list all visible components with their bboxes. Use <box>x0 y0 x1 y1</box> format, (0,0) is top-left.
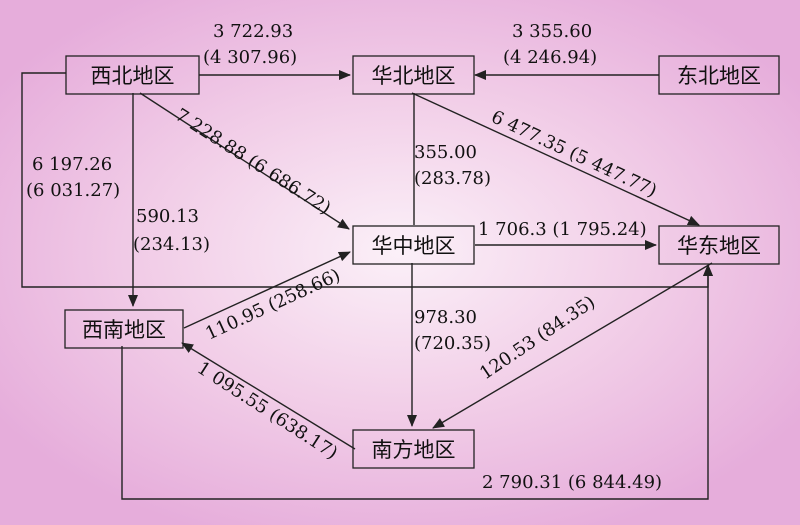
label-dongbei-huabei-value: 3 355.60 <box>512 21 592 42</box>
node-xibei: 西北地区 <box>65 55 200 95</box>
label-xibei-huabei-value: 3 722.93 <box>213 21 293 42</box>
label-huadong-nanfang: 120.53 (84.35) <box>476 292 599 384</box>
edge-xinan-huazhong <box>183 251 351 329</box>
label-xibei-huabei-prev: (4 307.96) <box>203 47 297 68</box>
edges <box>21 70 713 500</box>
label-xibei-huadong-prev: (6 031.27) <box>26 180 120 201</box>
label-huabei-huazhong-prev: (283.78) <box>414 168 491 189</box>
node-xibei-label: 西北地区 <box>91 64 175 88</box>
node-huabei: 华北地区 <box>352 55 475 95</box>
edge-huabei-huadong <box>411 92 700 226</box>
node-dongbei: 东北地区 <box>658 55 780 95</box>
node-huabei-label: 华北地区 <box>372 64 456 88</box>
edge-nanfang-xinan <box>181 342 356 450</box>
edge-xinan-huadong <box>121 264 713 500</box>
label-xinan-huazhong: 110.95 (258.66) <box>202 265 343 345</box>
label-huazhong-nanfang-value: 978.30 <box>414 307 477 328</box>
node-xinan-label: 西南地区 <box>82 318 166 342</box>
node-nanfang: 南方地区 <box>352 429 475 469</box>
node-huazhong: 华中地区 <box>352 225 475 265</box>
label-xibei-huadong-value: 6 197.26 <box>32 154 112 175</box>
label-xibei-huazhong: 7 228.88 (6 686.72) <box>171 105 334 219</box>
label-huabei-huadong: 6 477.35 (5 447.77) <box>488 106 660 201</box>
label-xibei-xinan-value: 590.13 <box>136 206 199 227</box>
label-xinan-huadong: 2 790.31 (6 844.49) <box>482 472 662 493</box>
edge-xibei-huazhong <box>139 92 350 230</box>
node-huadong: 华东地区 <box>658 225 780 265</box>
node-xinan: 西南地区 <box>64 309 184 349</box>
node-nanfang-label: 南方地区 <box>372 438 456 462</box>
label-huazhong-huadong: 1 706.3 (1 795.24) <box>478 219 647 240</box>
node-huazhong-label: 华中地区 <box>372 234 456 258</box>
node-dongbei-label: 东北地区 <box>677 64 761 88</box>
label-huabei-huazhong-value: 355.00 <box>414 142 477 163</box>
label-xibei-xinan-prev: (234.13) <box>133 234 210 255</box>
node-huadong-label: 华东地区 <box>677 234 761 258</box>
edge-huadong-nanfang <box>432 262 713 429</box>
label-huazhong-nanfang-prev: (720.35) <box>414 333 491 354</box>
label-nanfang-xinan: 1 095.55 (638.17) <box>193 358 341 464</box>
label-dongbei-huabei-prev: (4 246.94) <box>503 47 597 68</box>
